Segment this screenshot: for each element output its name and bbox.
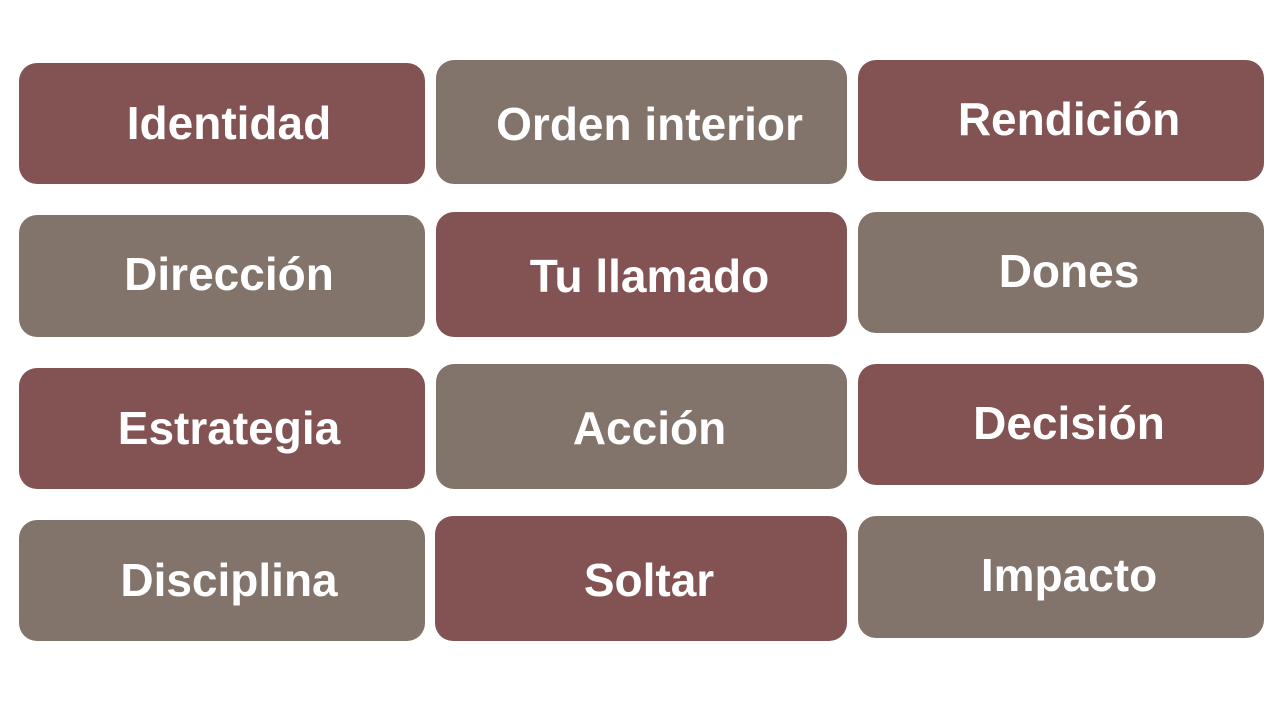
tile-label: Acción bbox=[572, 402, 727, 454]
tile-label: Estrategia bbox=[117, 401, 341, 454]
tile-label: Orden interior bbox=[496, 97, 803, 150]
tile-label: Rendición bbox=[957, 92, 1181, 145]
tile-label: Dones bbox=[998, 244, 1140, 297]
tile-direccion[interactable]: Dirección bbox=[19, 215, 425, 337]
tile-orden-interior[interactable]: Orden interior bbox=[436, 60, 847, 184]
tile-label: Tu llamado bbox=[529, 250, 770, 302]
tile-identidad[interactable]: Identidad bbox=[19, 63, 425, 184]
tile-label: Dirección bbox=[124, 248, 334, 300]
tile-label: Impacto bbox=[980, 549, 1158, 601]
tile-label: Identidad bbox=[126, 96, 332, 149]
tile-label: Soltar bbox=[583, 554, 715, 606]
tile-dones[interactable]: Dones bbox=[858, 212, 1264, 333]
tile-rendicion[interactable]: Rendición bbox=[858, 60, 1264, 181]
tile-accion[interactable]: Acción bbox=[436, 364, 847, 489]
tile-decision[interactable]: Decisión bbox=[858, 364, 1264, 485]
tile-label: Decisión bbox=[973, 396, 1165, 449]
tile-tu-llamado[interactable]: Tu llamado bbox=[436, 212, 847, 337]
tile-label: Disciplina bbox=[120, 553, 338, 606]
tile-estrategia[interactable]: Estrategia bbox=[19, 368, 425, 489]
tile-impacto[interactable]: Impacto bbox=[858, 516, 1264, 638]
tile-disciplina[interactable]: Disciplina bbox=[19, 520, 425, 641]
tile-soltar[interactable]: Soltar bbox=[435, 516, 847, 641]
